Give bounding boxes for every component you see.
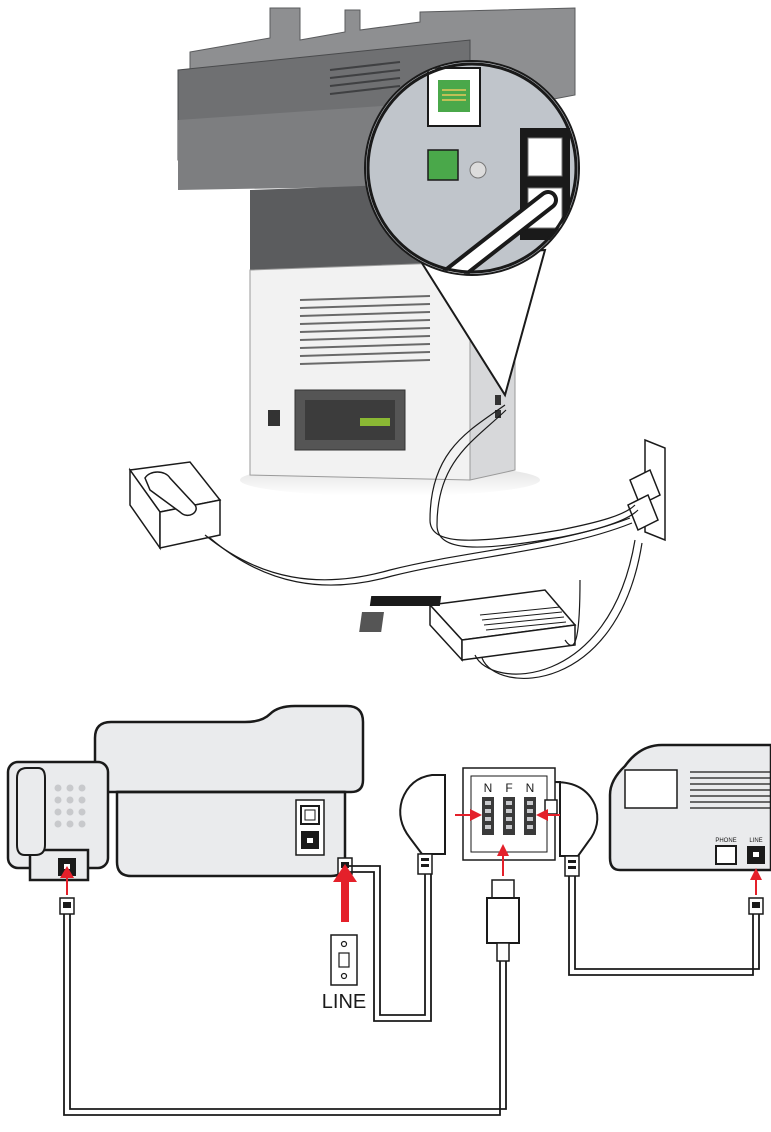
rj11-plug-machine — [749, 898, 763, 914]
tae-plug-bottom — [487, 880, 519, 961]
answering-machine-schematic: PHONE LINE — [610, 745, 771, 870]
machine-line-port — [747, 846, 765, 864]
printer-ext-port — [301, 806, 319, 824]
telephone-schematic — [8, 762, 108, 880]
arrow-machine-up-icon — [750, 868, 762, 895]
printer-schematic — [95, 706, 363, 876]
tae-label-n-left: N — [484, 781, 493, 795]
tae-label-n-right: N — [526, 781, 535, 795]
desk-phone-top — [130, 462, 220, 548]
wall-socket-top — [628, 440, 665, 540]
machine-phone-port — [716, 846, 736, 864]
rj11-plug-phone — [60, 898, 74, 914]
answering-machine-top — [359, 590, 575, 660]
tae-label-f: F — [505, 781, 512, 795]
tae-plug-left — [400, 775, 445, 874]
machine-phone-label: PHONE — [715, 838, 736, 844]
wall-line-label: LINE — [322, 991, 366, 1013]
cables-bottom — [64, 866, 759, 1115]
machine-line-label: LINE — [749, 838, 762, 844]
printer-line-port — [301, 831, 319, 849]
wall-socket-schematic — [331, 935, 357, 985]
